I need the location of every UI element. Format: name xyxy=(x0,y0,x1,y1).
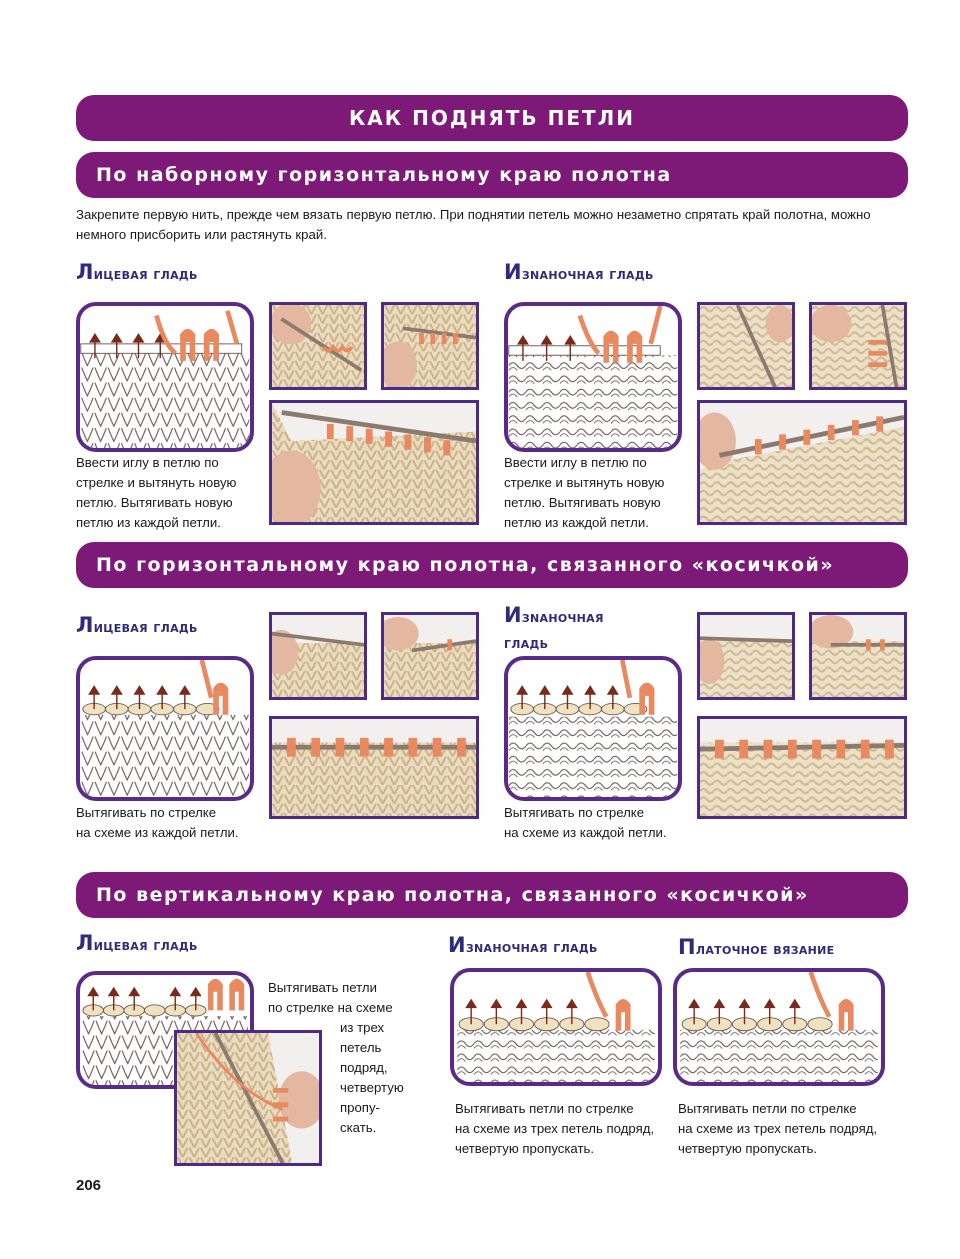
section-2-right-heading: Изnаночная гладь xyxy=(504,602,604,656)
caption-s3-left: Вытягивать петли по стрелке на схеме из … xyxy=(268,978,408,1138)
section-1-left-heading: Лицевая гладь xyxy=(76,260,198,284)
heading-rest: зnаночная гладь xyxy=(465,938,598,956)
diagram-s3-garter xyxy=(673,968,885,1086)
caption-line: Вытягивать по стрелке xyxy=(76,805,217,820)
caption-line: четвертую пропускать. xyxy=(678,1141,818,1156)
caption-line: из трех xyxy=(340,1020,385,1035)
heading-cap: Л xyxy=(76,613,94,637)
caption-line: четвертую xyxy=(340,1080,404,1095)
photo-s1-left-1 xyxy=(269,302,367,390)
heading-rest: зnаночная xyxy=(521,608,604,626)
section-1-banner: По наборному горизонтальному краю полотн… xyxy=(76,152,908,198)
photo-s2-right-1 xyxy=(697,612,795,700)
caption-line: по стрелке на схеме xyxy=(268,1000,393,1015)
photo-s1-right-3 xyxy=(697,400,907,525)
heading-rest: ицевая гладь xyxy=(93,936,198,954)
caption-line: на схеме из трех петель подряд, xyxy=(455,1121,655,1136)
main-title: КАК ПОДНЯТЬ ПЕТЛИ xyxy=(348,106,636,130)
section-3-banner: По вертикальному краю полотна, связанног… xyxy=(76,872,908,918)
heading-cap: И xyxy=(504,260,522,284)
photo-s2-left-1 xyxy=(269,612,367,700)
photo-s3-left xyxy=(174,1030,322,1166)
photo-s1-right-2 xyxy=(809,302,907,390)
diagram-s1-stockinette xyxy=(76,302,254,452)
vertical-garter-art xyxy=(680,972,878,1082)
heading-rest: ицевая гладь xyxy=(93,265,198,283)
caption-line: Ввести иглу в петлю по xyxy=(76,455,219,470)
section-3-right-heading: Платочное вязание xyxy=(678,935,835,959)
braid-reverse-art xyxy=(508,660,678,797)
heading-cap: Л xyxy=(76,260,94,284)
caption-line: Вытягивать по стрелке xyxy=(504,805,645,820)
caption-line: на схеме из каждой петли. xyxy=(76,825,239,840)
photo-s2-right-2 xyxy=(809,612,907,700)
reverse-diagram-art xyxy=(508,306,678,448)
caption-line: на схеме из каждой петли. xyxy=(504,825,667,840)
heading-cap: И xyxy=(504,603,522,627)
section-3-middle-heading: Изnаночная гладь xyxy=(448,933,598,957)
caption-line: стрелке и вытянуть новую xyxy=(504,475,665,490)
caption-line: пропу- xyxy=(340,1100,380,1115)
photo-s1-right-1 xyxy=(697,302,795,390)
caption-s2-right: Вытягивать по стрелке на схеме из каждой… xyxy=(504,803,667,843)
caption-line: подряд, xyxy=(340,1060,388,1075)
section-3-title: По вертикальному краю полотна, связанног… xyxy=(96,884,809,906)
photo-s2-right-3 xyxy=(697,716,907,819)
caption-s1-right: Ввести иглу в петлю по стрелке и вытянут… xyxy=(504,453,664,533)
braid-stockinette-art xyxy=(80,660,250,797)
photo-s1-left-2 xyxy=(381,302,479,390)
main-title-banner: КАК ПОДНЯТЬ ПЕТЛИ xyxy=(76,95,908,141)
caption-line: петлю из каждой петли. xyxy=(76,515,221,530)
section-2-banner: По горизонтальному краю полотна, связанн… xyxy=(76,542,908,588)
section-2-left-heading: Лицевая гладь xyxy=(76,613,198,637)
photo-s1-left-3 xyxy=(269,400,479,525)
caption-line: петель xyxy=(340,1040,382,1055)
caption-line: петлю. Вытягивать новую xyxy=(76,495,233,510)
caption-line: петлю. Вытягивать новую xyxy=(504,495,661,510)
diagram-s3-reverse xyxy=(450,968,662,1086)
diagram-s1-reverse xyxy=(504,302,682,452)
section-2-title: По горизонтальному краю полотна, связанн… xyxy=(96,554,835,576)
photo-s2-left-2 xyxy=(381,612,479,700)
section-3-left-heading: Лицевая гладь xyxy=(76,931,198,955)
caption-line: четвертую пропускать. xyxy=(455,1141,595,1156)
diagram-s2-stockinette xyxy=(76,656,254,801)
heading-cap: Л xyxy=(76,931,94,955)
caption-s3-middle: Вытягивать петли по стрелке на схеме из … xyxy=(455,1099,654,1159)
heading-cap: П xyxy=(678,935,696,959)
caption-line: на схеме из трех петель подряд, xyxy=(678,1121,878,1136)
caption-s1-left: Ввести иглу в петлю по стрелке и вытянут… xyxy=(76,453,236,533)
photo-s2-left-3 xyxy=(269,716,479,819)
intro-text: Закрепите первую нить, прежде чем вязать… xyxy=(76,207,871,242)
caption-line: Вытягивать петли по стрелке xyxy=(455,1101,634,1116)
caption-s2-left: Вытягивать по стрелке на схеме из каждой… xyxy=(76,803,239,843)
vertical-reverse-art xyxy=(457,972,655,1082)
caption-line: стрелке и вытянуть новую xyxy=(76,475,237,490)
heading-rest: латочное вязание xyxy=(695,940,835,958)
section-1-title: По наборному горизонтальному краю полотн… xyxy=(96,164,672,186)
heading-rest: зnаночная гладь xyxy=(521,265,654,283)
stockinette-diagram-art xyxy=(80,310,250,448)
diagram-s2-reverse xyxy=(504,656,682,801)
caption-line: петлю из каждой петли. xyxy=(504,515,649,530)
caption-s3-right: Вытягивать петли по стрелке на схеме из … xyxy=(678,1099,877,1159)
caption-line: Вытягивать петли xyxy=(268,980,377,995)
caption-line: скать. xyxy=(340,1120,377,1135)
heading-line2: гладь xyxy=(504,634,549,652)
section-1-right-heading: Изnаночная гладь xyxy=(504,260,654,284)
heading-cap: И xyxy=(448,933,466,957)
caption-line: Вытягивать петли по стрелке xyxy=(678,1101,857,1116)
heading-rest: ицевая гладь xyxy=(93,618,198,636)
page-number: 206 xyxy=(76,1177,102,1194)
caption-line: Ввести иглу в петлю по xyxy=(504,455,647,470)
